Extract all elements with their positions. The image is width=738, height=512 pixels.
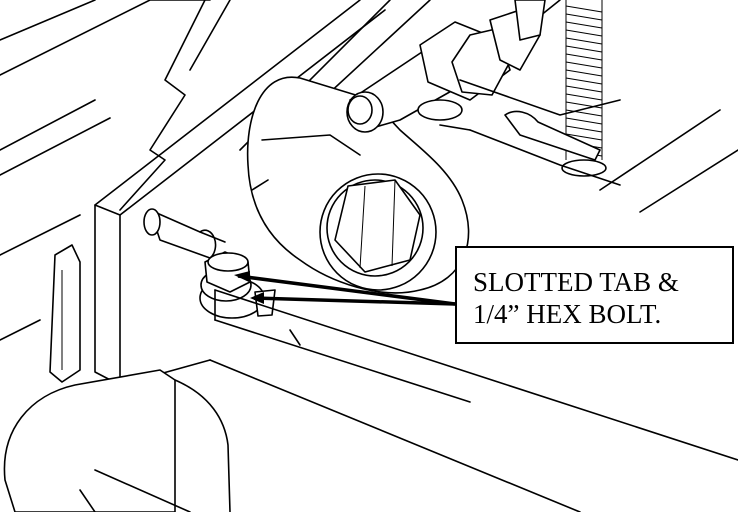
base-rail	[209, 289, 738, 512]
rounded-foot	[3, 369, 231, 512]
hex-bolt-and-tab	[199, 251, 276, 319]
upper-left-panel	[0, 0, 231, 341]
arrowhead-lower	[250, 292, 264, 304]
callout-label-box: SLOTTED TAB & 1/4” HEX BOLT.	[455, 246, 734, 344]
large-hex-nut	[319, 173, 437, 291]
callout-line-2: 1/4” HEX BOLT.	[473, 299, 662, 329]
cylindrical-pin	[143, 208, 226, 259]
clevis	[417, 0, 546, 121]
right-supports	[439, 79, 621, 186]
callout-arrows	[234, 271, 456, 306]
arrowhead-upper	[234, 271, 250, 282]
callout-line-1: SLOTTED TAB &	[473, 267, 679, 297]
